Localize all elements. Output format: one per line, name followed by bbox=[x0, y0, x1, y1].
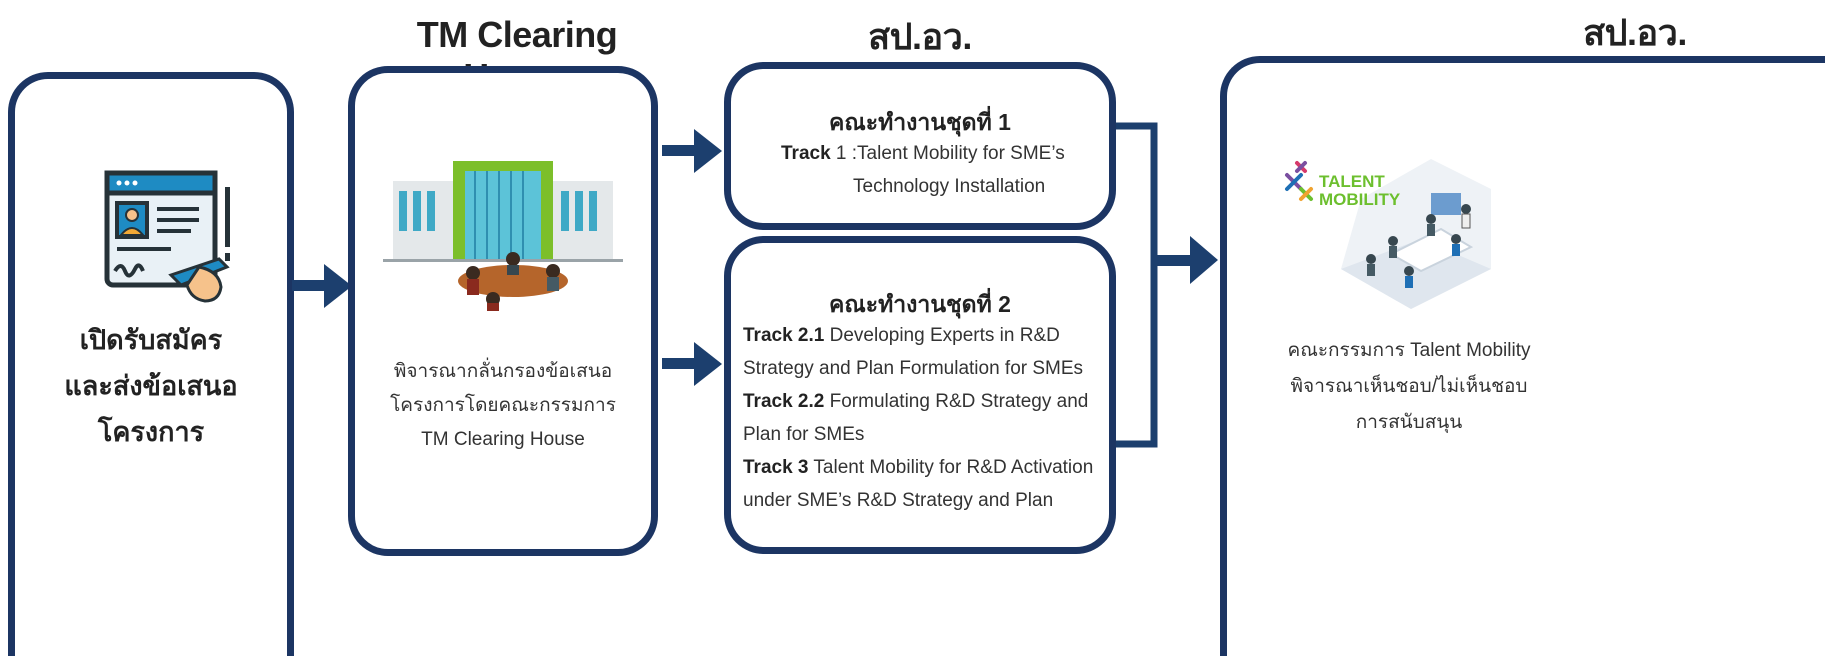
wg2-track21-label: Track 2.1 bbox=[743, 325, 825, 346]
opsmhesi-heading-1: สป.อว. bbox=[868, 16, 972, 57]
wg2-track3-text: Talent Mobility for R&D Activation bbox=[808, 457, 1094, 478]
wg2-track3-label: Track 3 bbox=[743, 457, 809, 478]
box2-line3: TM Clearing House bbox=[421, 429, 585, 450]
box1-line1: เปิดรับสมัคร bbox=[79, 325, 223, 355]
wg2-track21-text: Developing Experts in R&D bbox=[824, 325, 1060, 346]
wg2-track21-line: Track 2.1 Developing Experts in R&D bbox=[743, 319, 1113, 352]
wg1-line2: Technology Installation bbox=[853, 176, 1046, 197]
working-group-1-box: คณะทำงานชุดที่ 1 Track 1 :Talent Mobilit… bbox=[724, 62, 1116, 230]
box1-line2: และส่งข้อเสนอโครงการ bbox=[64, 371, 238, 447]
clearing-house-box: พิจารณากลั่นกรองข้อเสนอ โครงการโดยคณะกรร… bbox=[348, 66, 658, 556]
box2-line1: พิจารณากลั่นกรองข้อเสนอ bbox=[393, 361, 613, 382]
logo-text-1: TALENT bbox=[1319, 172, 1385, 191]
wg2-track3-line2: under SME’s R&D Strategy and Plan bbox=[743, 490, 1054, 511]
box2-line2: โครงการโดยคณะกรรมการ bbox=[390, 395, 616, 416]
building-meeting-icon bbox=[383, 161, 623, 311]
talent-logo-text: TALENT MOBILITY bbox=[1319, 173, 1400, 209]
box4-line3: การสนับสนุน bbox=[1355, 412, 1463, 433]
opsmhesi-heading-2: สป.อว. bbox=[1583, 12, 1687, 53]
box4-line1: คณะกรรมการ Talent Mobility bbox=[1287, 340, 1531, 361]
wg2-track21-line2: Strategy and Plan Formulation for SMEs bbox=[743, 358, 1084, 379]
box4-line2: พิจารณาเห็นชอบ/ไม่เห็นชอบ bbox=[1290, 376, 1528, 397]
wg1-track-label: Track bbox=[781, 143, 831, 164]
arrow-right-icon bbox=[662, 342, 722, 386]
registration-form-icon bbox=[104, 170, 230, 303]
talent-mobility-logo: TALENT MOBILITY bbox=[1281, 159, 1501, 324]
arrow-right-icon bbox=[292, 264, 352, 308]
wg1-track-text: 1 :Talent Mobility for SME’s bbox=[830, 143, 1065, 164]
talent-mobility-meeting-icon bbox=[1285, 159, 1491, 309]
wg1-track-line: Track 1 :Talent Mobility for SME’s bbox=[781, 137, 1111, 170]
arrow-right-icon bbox=[662, 129, 722, 173]
wg2-track22-label: Track 2.2 bbox=[743, 391, 825, 412]
wg1-title: คณะทำงานชุดที่ 1 bbox=[829, 109, 1011, 135]
application-box: เปิดรับสมัคร และส่งข้อเสนอโครงการ bbox=[8, 72, 294, 656]
wg2-title: คณะทำงานชุดที่ 2 bbox=[829, 291, 1011, 317]
committee-box: TALENT MOBILITY คณะกรรมการ Talent Mobili… bbox=[1220, 56, 1825, 656]
wg2-track22-text: Formulating R&D Strategy and bbox=[824, 391, 1089, 412]
logo-text-2: MOBILITY bbox=[1319, 190, 1401, 209]
merge-bracket-arrow bbox=[1116, 122, 1218, 448]
wg2-track22-line2: Plan for SMEs bbox=[743, 424, 865, 445]
wg2-track3-line: Track 3 Talent Mobility for R&D Activati… bbox=[743, 451, 1113, 484]
working-group-2-box: คณะทำงานชุดที่ 2 Track 2.1 Developing Ex… bbox=[724, 236, 1116, 554]
wg2-track22-line: Track 2.2 Formulating R&D Strategy and bbox=[743, 385, 1113, 418]
